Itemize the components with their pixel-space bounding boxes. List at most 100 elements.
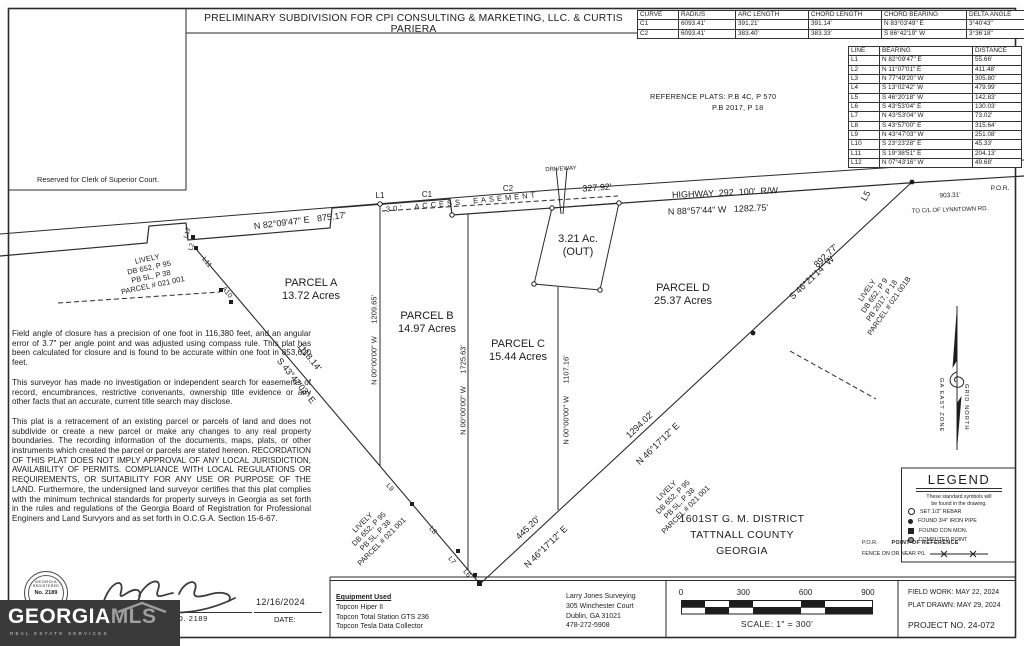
date-line [254, 612, 322, 613]
legend-fence-row: FENCE ON OR NEAR P/L [862, 550, 988, 558]
por-abbrev: P.O.R. [862, 540, 878, 546]
firm-address: Dublin, GA 31021 [566, 612, 621, 620]
district-line: GEORGIA [716, 544, 768, 557]
georgia-mls-logo: GEORGIAMLS REAL ESTATE SERVICES [0, 600, 180, 646]
scale-bar-ticks: 0 300 600 900 [0, 588, 1024, 600]
legend-item: SET 1/2" REBAR [908, 508, 977, 515]
scale-tick: 600 [798, 588, 813, 597]
filled-circle-icon [908, 518, 913, 524]
drawing-label: 30' ACCESS EASEMENT [385, 190, 539, 214]
drawing-label: LIVELY DB 652, P 95 PB 5L, P 38 PARCEL #… [120, 251, 186, 297]
drawing-label: 903.31' [939, 191, 961, 200]
district-line: TATTNALL COUNTY [690, 528, 794, 541]
survey-note: This surveyor has made no investigation … [12, 377, 311, 407]
filled-square-icon [908, 527, 914, 534]
drawing-label: TO C/L OF LYNNTOWN RD. [911, 206, 989, 215]
legend-item: COMPUTED POINT [908, 537, 977, 543]
fence-line-west [57, 291, 221, 304]
drawing-label: L6 [461, 568, 472, 579]
driveway-lines [555, 167, 568, 215]
legend-item: FOUND CON MON. [908, 527, 977, 534]
scale-tick: 0 [678, 588, 684, 597]
surveyor-firm-block: Larry Jones Surveying 305 Winchester Cou… [566, 592, 636, 631]
legend-box-border [901, 467, 1016, 563]
fence-label: FENCE ON OR NEAR P/L [862, 551, 926, 557]
legend-item-label: SET 1/2" REBAR [920, 508, 962, 515]
legend-por-row: P.O.R. POINT OF REFERENCE [862, 540, 959, 546]
project-number: PROJECT NO. 24-072 [908, 620, 995, 630]
legend-item-label: FOUND 3/4" IRON PIPE [918, 518, 977, 525]
table-header-cell: DELTA ANGLE [966, 9, 1024, 21]
plat-title: PRELIMINARY SUBDIVISION FOR CPI CONSULTI… [204, 13, 623, 35]
equipment-item: Topcon Tesla Data Collector [336, 623, 424, 631]
por-text: POINT OF REFERENCE [891, 540, 959, 546]
legend-intro: These standard symbols will be found in … [926, 494, 992, 508]
title-block-dividers [329, 576, 1016, 638]
firm-address: 305 Winchester Court [566, 602, 634, 610]
reserved-box-border [8, 8, 187, 191]
drawing-label: DRIVEWAY [545, 165, 577, 174]
seal-state: GEORGIA [34, 579, 58, 584]
firm-phone: 478-272-5908 [566, 622, 610, 630]
grid-north-label: GRID NORTH [963, 384, 969, 431]
small-circle-icon [908, 537, 914, 543]
drawing-label: HIGHWAY 292 100' R/W [671, 185, 779, 200]
drawing-label: PARCEL D 25.37 Acres [653, 281, 713, 307]
drawing-label: C2 [502, 184, 514, 194]
legend-title: LEGEND [927, 472, 991, 487]
drawing-label: PARCEL A 13.72 Acres [281, 276, 341, 302]
scale-bar [681, 600, 873, 615]
drawing-label: 445.20' [513, 513, 542, 542]
equipment-item: Topcon Total Station GTS 236 [336, 613, 429, 621]
legend-title-underline [916, 488, 1002, 492]
drawing-label: 1118.14' [295, 340, 324, 373]
logo-wordmark: GEORGIAMLS [8, 605, 157, 628]
fence-line-east [789, 350, 877, 400]
equipment-heading: Equipment Used [336, 594, 392, 601]
table-cell: 49.68' [972, 157, 1022, 169]
signature-date: 12/16/2024 [256, 597, 306, 607]
legend-item-label: FOUND CON MON. [919, 527, 968, 534]
scale-tick: 900 [861, 588, 875, 597]
drawing-label: P.O.R. [990, 185, 1010, 193]
survey-note: Field angle of closure has a precision o… [12, 329, 311, 368]
drawing-label: L8 [427, 525, 438, 536]
reference-plats-line: REFERENCE PLATS: P.B 4C, P 570 [650, 92, 777, 101]
north-arrow-bottom-fin [957, 396, 962, 450]
reference-plats-line: P.B 2017, P 18 [712, 102, 764, 112]
drawing-label: N 00°00'00" W 1107.16' [561, 355, 571, 445]
monument-markers [191, 179, 962, 586]
north-arrow-top-fin [952, 306, 957, 368]
drawing-label: N 82°09'47" E 875.17' [253, 209, 347, 232]
plat-drawn-date: PLAT DRAWN: MAY 29, 2024 [908, 602, 1001, 609]
field-work-date: FIELD WORK: MAY 22, 2024 [908, 589, 1000, 596]
fence-line-symbol [929, 550, 988, 558]
ga-east-zone-label: GA EAST ZONE [938, 378, 944, 433]
drawing-label: PARCEL C 15.44 Acres [488, 337, 548, 363]
drawing-label: A10 [219, 285, 234, 300]
survey-note: This plat is a retracement of an existin… [12, 416, 311, 523]
reference-plats: REFERENCE PLATS: P.B 4C, P 570 P.B 2017,… [650, 92, 776, 113]
reserved-box-caption: Reserved for Clerk of Superior Court. [37, 175, 159, 184]
legend-item-label: COMPUTED POINT [918, 537, 968, 544]
scale-tick: 300 [736, 588, 750, 597]
set-point-markers [377, 200, 622, 293]
drawing-label: 3.21 Ac. (OUT) [558, 232, 598, 258]
drawing-label: LIVELY DB 652, P 95 PB 5L, P 38 PARCEL #… [349, 509, 408, 568]
logo-tagline: REAL ESTATE SERVICES [10, 631, 109, 636]
table-cell: 45.33' [972, 139, 1022, 150]
drawing-label: C1 [421, 190, 433, 200]
